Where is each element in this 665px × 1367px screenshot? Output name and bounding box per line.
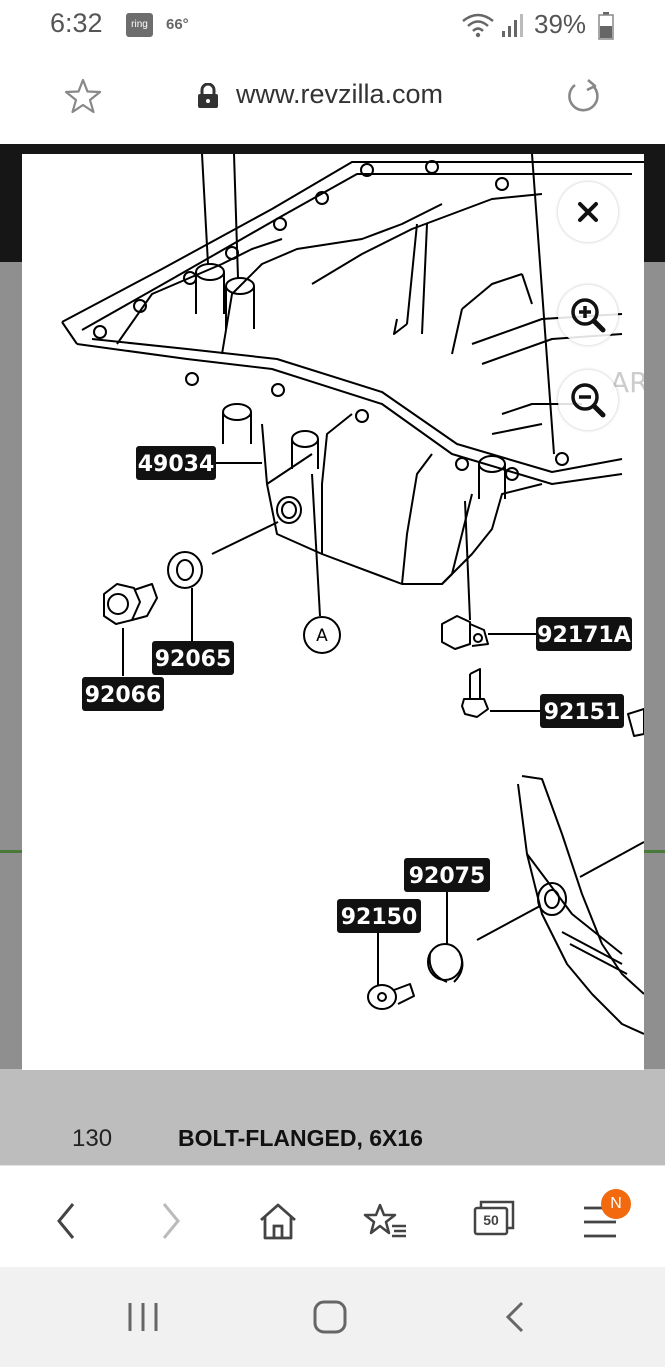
tab-count: 50 [483, 1212, 499, 1228]
diagram-lightbox[interactable]: 49034 92065 92066 92171A 92151 92075 921… [22, 154, 644, 1070]
url-bar: www.revzilla.com [0, 52, 665, 144]
bookmarks-star-list-icon [363, 1203, 406, 1238]
status-bar: 6:32 ring 66° 39% [0, 0, 665, 52]
label-92171a-text: 92171A [537, 623, 631, 648]
label-92150-text: 92150 [341, 905, 418, 930]
label-92075 [404, 858, 490, 892]
zoom-out-icon [571, 383, 606, 418]
home-button[interactable] [248, 1166, 308, 1268]
forward-arrow-icon [162, 1203, 180, 1239]
status-time: 6:32 [50, 8, 103, 38]
reload-icon[interactable] [563, 77, 603, 117]
label-92150 [337, 899, 421, 933]
label-92065 [152, 641, 234, 675]
label-92075-text: 92075 [409, 864, 486, 889]
weather-temperature: 66° [166, 16, 189, 33]
label-92151-text: 92151 [544, 700, 621, 725]
lock-icon [198, 83, 218, 108]
parts-list-row [0, 1069, 665, 1165]
label-92065-text: 92065 [155, 647, 232, 672]
back-button[interactable] [35, 1166, 95, 1268]
home-icon [260, 1203, 296, 1240]
zoom-out-button[interactable] [558, 370, 618, 430]
bookmarks-button[interactable] [356, 1166, 416, 1268]
bookmark-star-icon[interactable] [64, 78, 102, 114]
menu-notification-badge: N [601, 1189, 631, 1219]
label-92151 [540, 694, 624, 728]
oil-pan-diagram: 49034 92065 92066 92171A 92151 92075 921… [61, 154, 644, 1035]
system-home-button[interactable] [290, 1267, 370, 1367]
system-back-button[interactable] [476, 1267, 556, 1367]
battery-percent: 39% [534, 9, 587, 39]
system-nav-bar [0, 1267, 665, 1367]
system-back-icon [505, 1301, 524, 1333]
part-row-number: 130 [72, 1125, 113, 1152]
system-home-icon [313, 1300, 347, 1334]
web-page: 130 BOLT-FLANGED, 6X16 [0, 144, 665, 1165]
browser-bottom-nav: 50 [0, 1165, 665, 1268]
label-92066 [82, 677, 164, 711]
battery-icon [598, 12, 614, 40]
tabs-button[interactable]: 50 [463, 1166, 523, 1268]
back-arrow-icon [57, 1203, 75, 1239]
close-button[interactable] [558, 182, 618, 242]
label-92066-text: 92066 [85, 683, 162, 708]
wifi-icon [462, 13, 494, 38]
recent-apps-icon [128, 1303, 158, 1331]
label-49034 [136, 446, 216, 480]
part-row-description: BOLT-FLANGED, 6X16 [178, 1125, 423, 1151]
forward-button[interactable] [142, 1166, 202, 1268]
ring-app-icon: ring [126, 13, 153, 37]
url-text[interactable]: www.revzilla.com [236, 79, 444, 109]
tabs-icon [473, 1200, 515, 1236]
zoom-in-icon [571, 298, 606, 333]
zoom-in-button[interactable] [558, 285, 618, 345]
recent-apps-button[interactable] [103, 1267, 183, 1367]
label-92171a [536, 617, 632, 651]
close-icon [578, 202, 598, 222]
label-49034-text: 49034 [138, 452, 215, 477]
callout-a: A [316, 626, 328, 646]
signal-icon [502, 14, 523, 37]
